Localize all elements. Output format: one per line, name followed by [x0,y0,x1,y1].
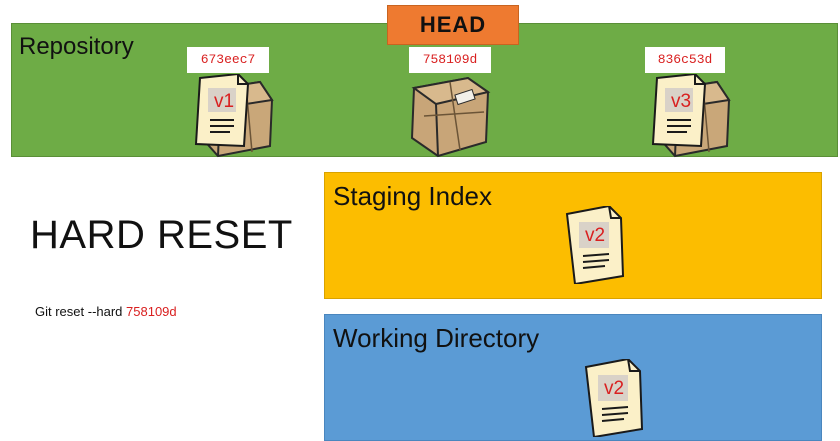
working-document: v2 [582,357,644,439]
commit-package-2 [408,72,494,160]
working-directory-area: Working Directory [324,314,822,441]
document-icon [651,74,707,148]
commit-version-3: v3 [670,91,692,112]
head-pointer: HEAD [387,5,519,45]
working-version: v2 [603,378,625,399]
repository-title: Repository [19,33,134,60]
document-icon [584,357,644,439]
staging-document: v2 [563,204,625,286]
package-icon [410,76,491,158]
commit-version-1: v1 [213,91,235,112]
staging-index-title: Staging Index [333,181,493,211]
staging-version: v2 [584,225,606,246]
hard-reset-title: HARD RESET [30,213,293,257]
commit-hash-1: 673eec7 [187,47,269,73]
commit-hash-2: 758109d [409,47,491,73]
reset-command-text: Git reset --hard [35,304,127,319]
reset-command-hash: 758109d [126,304,177,319]
working-directory-title: Working Directory [333,323,540,353]
document-icon [194,74,250,148]
reset-command: Git reset --hard 758109d [35,304,177,319]
document-icon [565,204,625,286]
commit-package-1: v1 [188,72,274,160]
commit-package-3: v3 [645,72,731,160]
commit-hash-3: 836c53d [645,47,725,73]
